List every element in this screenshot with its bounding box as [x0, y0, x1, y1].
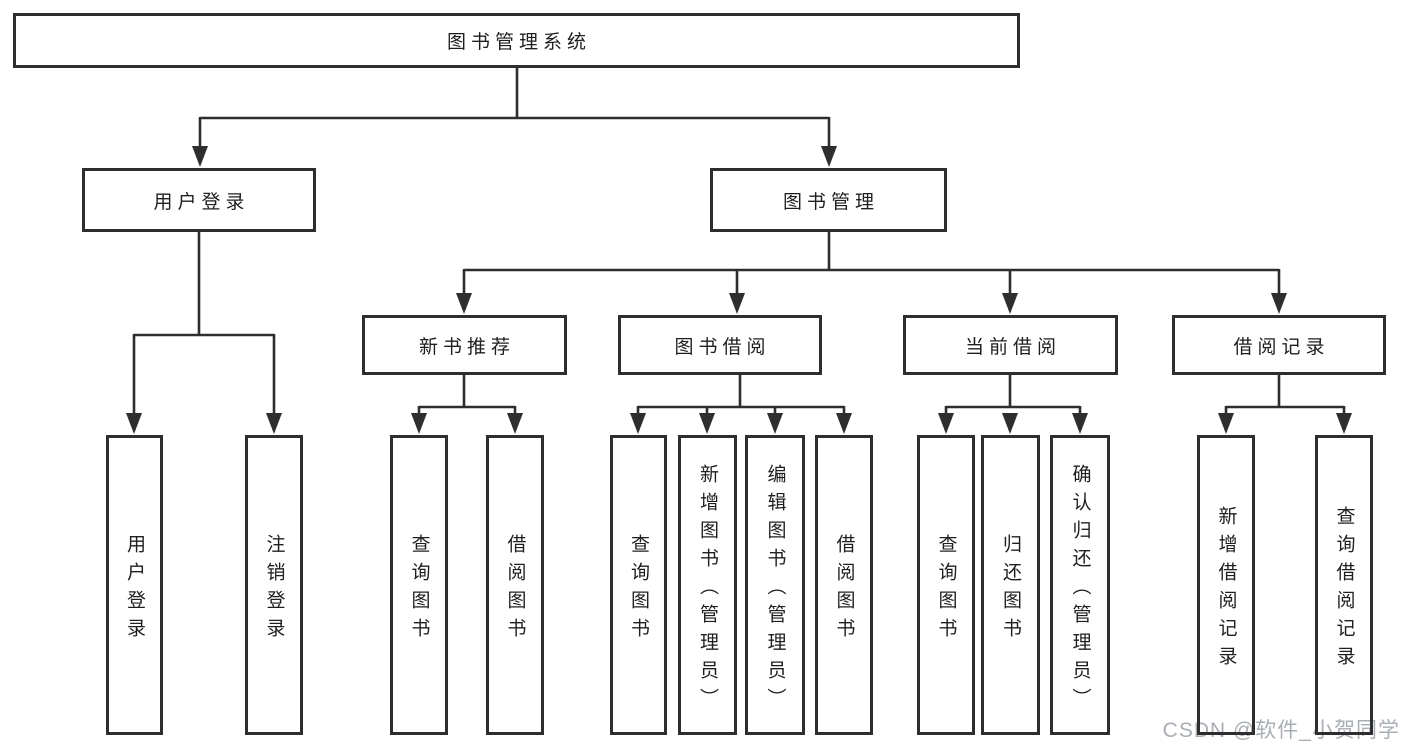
arrowhead-down-icon: [1336, 413, 1352, 434]
leaf-query-books-current: 查询图书: [917, 435, 975, 735]
node-root: 图书管理系统: [13, 13, 1020, 68]
leaf-add-book-admin: 新增图书（管理员）: [678, 435, 737, 735]
arrowhead-down-icon: [266, 413, 282, 434]
csdn-watermark: CSDN @软件_小贺同学: [1162, 719, 1400, 742]
node-borrowing-records: 借阅记录: [1172, 315, 1386, 375]
node-new-book-recommend: 新书推荐: [362, 315, 567, 375]
leaf-query-books-recommend: 查询图书: [390, 435, 448, 735]
leaf-user-login: 用户登录: [106, 435, 163, 735]
leaf-edit-book-admin: 编辑图书（管理员）: [745, 435, 805, 735]
node-user-login: 用户登录: [82, 168, 316, 232]
arrowhead-down-icon: [192, 146, 208, 167]
leaf-query-books-borrowing: 查询图书: [610, 435, 667, 735]
node-book-management: 图书管理: [710, 168, 947, 232]
arrowhead-down-icon: [1002, 293, 1018, 314]
arrowhead-down-icon: [729, 293, 745, 314]
arrowhead-down-icon: [699, 413, 715, 434]
node-book-borrowing: 图书借阅: [618, 315, 822, 375]
arrowhead-down-icon: [836, 413, 852, 434]
leaf-borrow-books-recommend: 借阅图书: [486, 435, 544, 735]
arrowhead-down-icon: [1072, 413, 1088, 434]
arrowhead-down-icon: [1002, 413, 1018, 434]
leaf-return-books: 归还图书: [981, 435, 1040, 735]
leaf-confirm-return-admin: 确认归还（管理员）: [1050, 435, 1110, 735]
leaf-borrow-books-borrowing: 借阅图书: [815, 435, 873, 735]
arrowhead-down-icon: [456, 293, 472, 314]
arrowhead-down-icon: [630, 413, 646, 434]
arrowhead-down-icon: [411, 413, 427, 434]
arrowhead-down-icon: [1271, 293, 1287, 314]
leaf-query-borrow-record: 查询借阅记录: [1315, 435, 1373, 735]
arrowhead-down-icon: [938, 413, 954, 434]
arrowhead-down-icon: [126, 413, 142, 434]
node-current-borrowing: 当前借阅: [903, 315, 1118, 375]
leaf-logout: 注销登录: [245, 435, 303, 735]
arrowhead-down-icon: [507, 413, 523, 434]
arrowhead-down-icon: [767, 413, 783, 434]
leaf-add-borrow-record: 新增借阅记录: [1197, 435, 1255, 735]
arrowhead-down-icon: [1218, 413, 1234, 434]
arrowhead-down-icon: [821, 146, 837, 167]
